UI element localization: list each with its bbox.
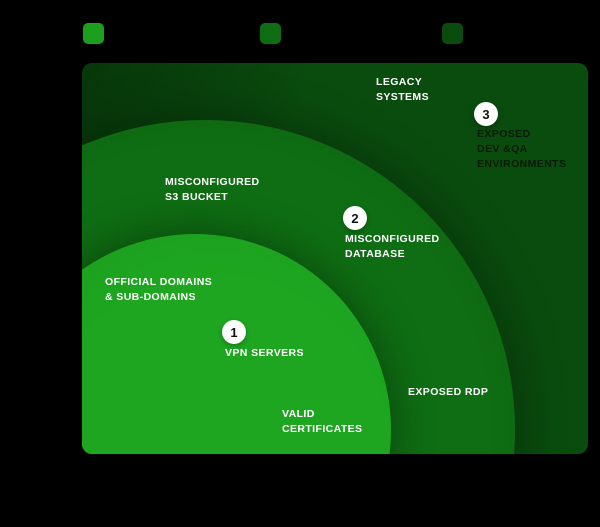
label-line: OFFICIAL DOMAINS [105,276,213,288]
label-line: DATABASE [345,248,405,260]
label-line: VPN SERVERS [225,347,304,359]
label-line: SYSTEMS [376,91,429,103]
badge-1: 1 [222,320,246,344]
label-line: VALID [282,408,315,420]
label-legacy-systems: LEGACY SYSTEMS [376,75,429,105]
label-line: ENVIRONMENTS [477,158,567,170]
label-exposed-dev-qa-environments: EXPOSED DEV &QA ENVIRONMENTS [477,127,566,172]
label-line: EXPOSED RDP [408,386,489,398]
legend-swatch-zone-1-icon [83,23,104,44]
badge-number: 3 [482,106,490,122]
legend-swatch-zone-3-icon [442,23,463,44]
label-official-domains: OFFICIAL DOMAINS & SUB-DOMAINS [105,275,212,305]
label-exposed-rdp: EXPOSED RDP [408,385,488,400]
label-line: S3 BUCKET [165,191,229,203]
legend-swatch-zone-2-icon [260,23,281,44]
label-line: CERTIFICATES [282,423,363,435]
label-line: MISCONFIGURED [345,233,440,245]
badge-number: 1 [230,324,238,340]
label-line: LEGACY [376,76,423,88]
label-line: MISCONFIGURED [165,176,260,188]
label-valid-certificates: VALID CERTIFICATES [282,407,362,437]
label-misconfigured-s3-bucket: MISCONFIGURED S3 BUCKET [165,175,259,205]
badge-number: 2 [351,210,359,226]
label-line: DEV &QA [477,143,528,155]
legend [0,0,600,60]
badge-3: 3 [474,102,498,126]
badge-2: 2 [343,206,367,230]
label-vpn-servers: VPN SERVERS [225,346,304,361]
label-line: & SUB-DOMAINS [105,291,196,303]
label-line: EXPOSED [477,128,531,140]
label-misconfigured-database: MISCONFIGURED DATABASE [345,232,439,262]
zone-outer: LEGACY SYSTEMS 3 EXPOSED DEV &QA ENVIRON… [82,63,588,454]
